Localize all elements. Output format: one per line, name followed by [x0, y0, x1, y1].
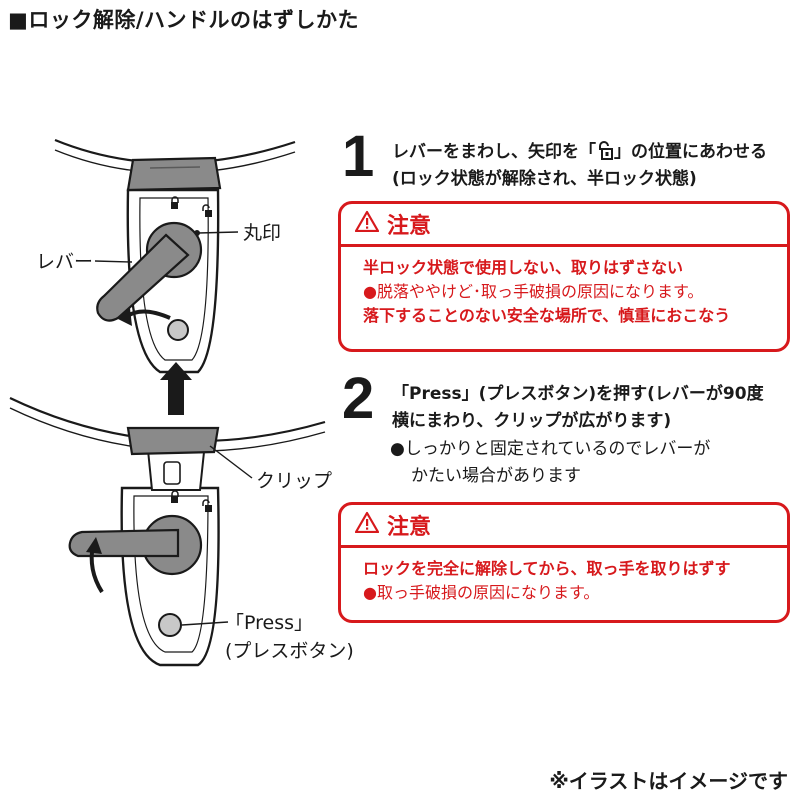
step-2-text: 「Press」(プレスボタン)を押す(レバーが90度 横にまわり、クリップが広が…: [392, 381, 764, 435]
lock-closed-icon: [171, 496, 178, 503]
caution-2-line-1: ロックを完全に解除してから、取っ手を取りはずす: [363, 559, 731, 578]
caution-1-line-3: 落下することのない安全な場所で、慎重におこなう: [363, 306, 731, 325]
caution-box-1: 注意 半ロック状態で使用しない、取りはずさない ●脱落ややけど･取っ手破損の原因…: [338, 201, 790, 352]
handle-bottom: [9, 397, 326, 667]
step-2-note: ●しっかりと固定されているのでレバーが かたい場合があります: [390, 436, 710, 490]
step-2-line-2: 横にまわり、クリップが広がります): [392, 411, 672, 431]
open-lock-icon: [597, 141, 613, 160]
caution-body-1: 半ロック状態で使用しない、取りはずさない ●脱落ややけど･取っ手破損の原因になり…: [341, 247, 787, 328]
step-1-text: レバーをまわし、矢印を「」の位置にあわせる (ロック状態が解除され、半ロック状態…: [392, 139, 767, 193]
step-1-line-1: レバーをまわし、矢印を「」の位置にあわせる: [392, 141, 767, 162]
step-2-note-line-2: かたい場合があります: [411, 466, 581, 486]
caution-heading-2: 注意: [341, 505, 787, 548]
press-sub-label: (プレスボタン): [225, 640, 354, 662]
warning-triangle-icon: [354, 210, 380, 238]
clip-bottom: [126, 426, 220, 456]
press-button-bottom: [158, 613, 182, 637]
caution-2-line-2: ●取っ手破損の原因になります。: [363, 583, 600, 602]
clip-label: クリップ: [256, 470, 333, 492]
step-number-1: 1: [342, 124, 375, 189]
press-button-top: [167, 319, 189, 341]
step-number-2: 2: [342, 366, 375, 431]
lock-closed-icon: [171, 202, 178, 209]
step-2-line-1: 「Press」(プレスボタン)を押す(レバーが90度: [392, 384, 764, 404]
lever-arm-top: [96, 233, 190, 322]
press-label: 「Press」: [225, 612, 314, 634]
caution-1-line-1: 半ロック状態で使用しない、取りはずさない: [363, 258, 684, 277]
warning-triangle-icon: [354, 511, 380, 539]
caution-1-line-2: ●脱落ややけど･取っ手破損の原因になります。: [363, 282, 704, 301]
step-1-line-2: (ロック状態が解除され、半ロック状態): [392, 169, 697, 189]
footer-note: ※イラストはイメージです: [549, 769, 788, 793]
clip-top: [126, 156, 222, 192]
step-2-note-line-1: ●しっかりと固定されているのでレバーが: [390, 439, 711, 459]
caution-box-2: 注意 ロックを完全に解除してから、取っ手を取りはずす ●取っ手破損の原因になりま…: [338, 502, 790, 623]
up-arrow-icon: [160, 362, 192, 415]
caution-body-2: ロックを完全に解除してから、取っ手を取りはずす ●取っ手破損の原因になります。: [341, 548, 787, 605]
maru-in-label: 丸印: [243, 222, 282, 244]
caution-heading-1: 注意: [341, 204, 787, 247]
page-title: ■ロック解除/ハンドルのはずしかた: [8, 8, 360, 32]
handle-top: [54, 138, 296, 374]
lever-arm-bottom: [68, 528, 180, 558]
lock-open-icon: [205, 210, 212, 217]
lever-label: レバー: [36, 251, 94, 273]
lock-open-icon: [205, 505, 212, 512]
